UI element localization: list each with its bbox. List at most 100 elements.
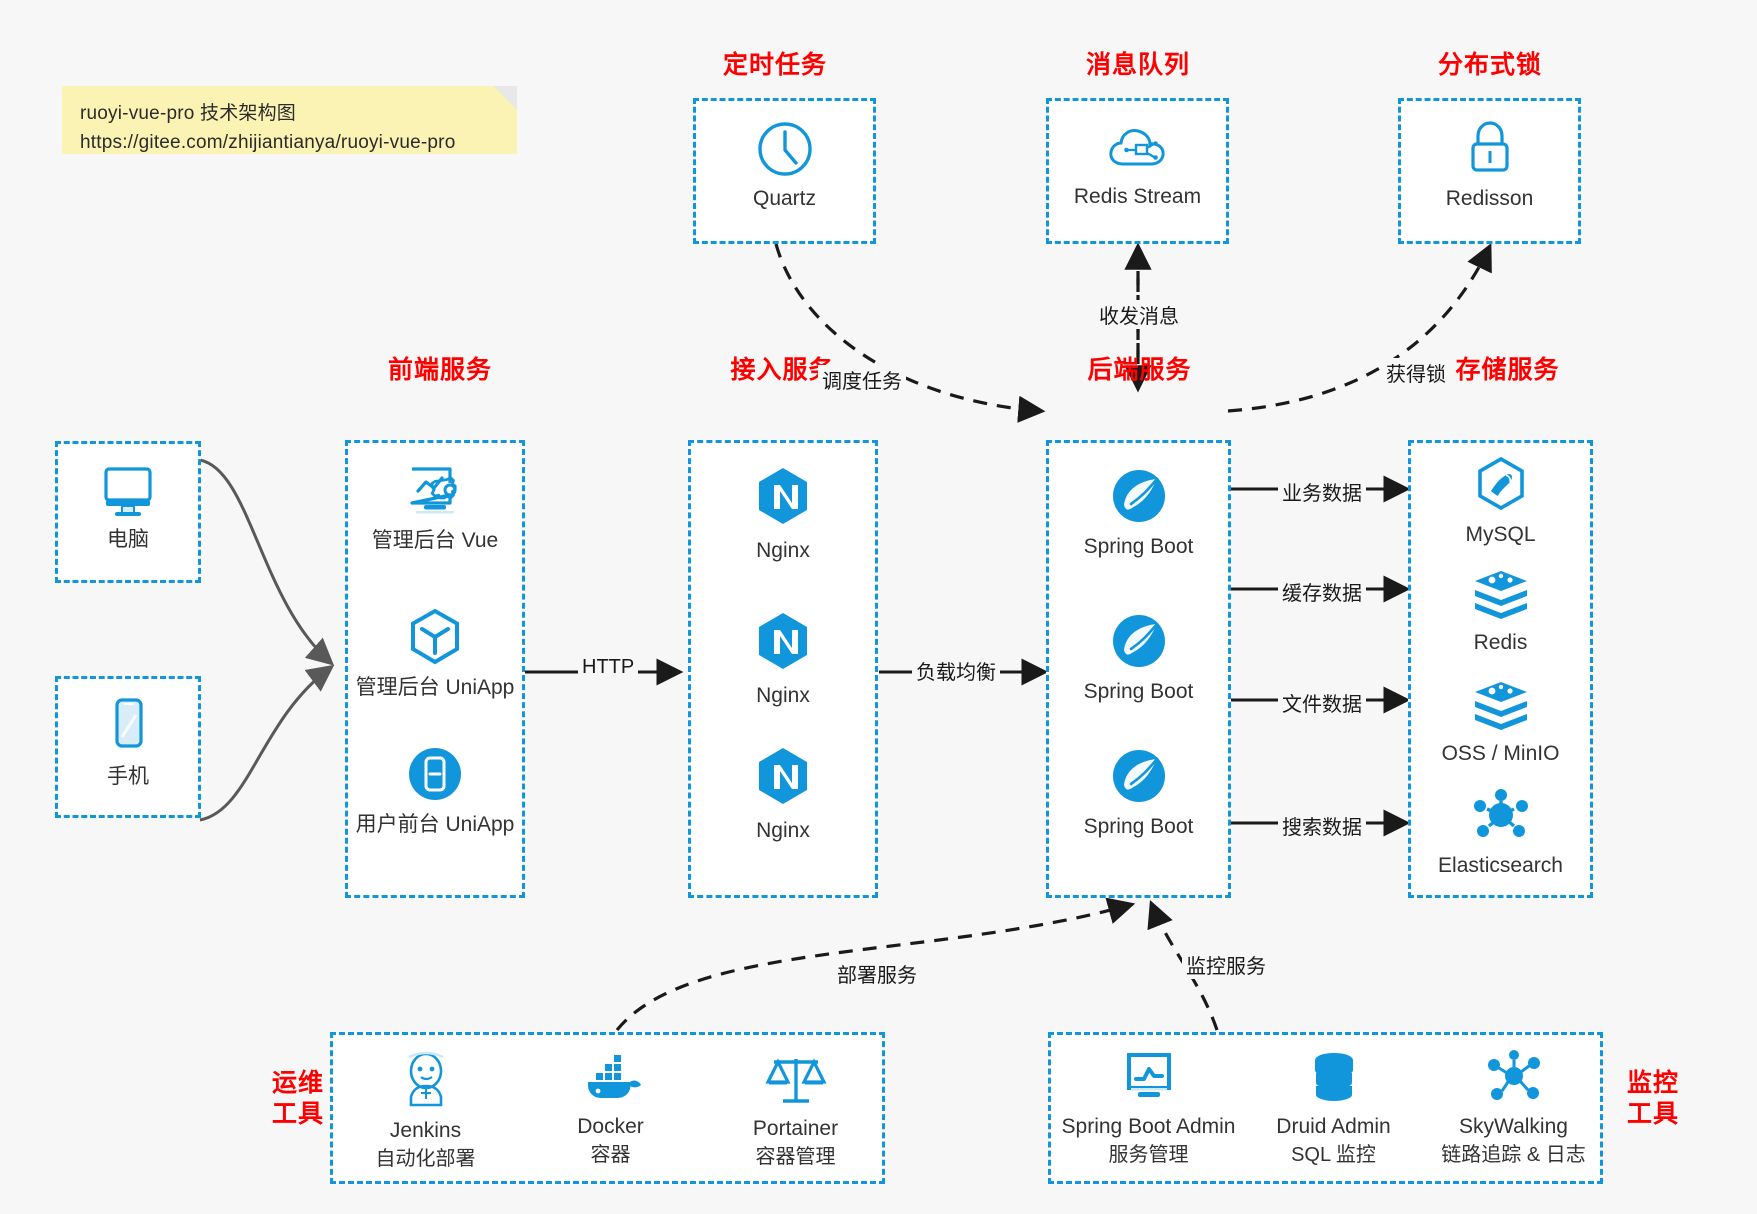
cube-icon <box>411 608 459 665</box>
group-title-backend: 后端服务 <box>1087 356 1192 384</box>
phone-circle-icon <box>409 748 461 800</box>
node-redisson[interactable]: Redisson <box>1401 117 1578 212</box>
group-title-ops: 运维 工具 <box>258 1068 338 1131</box>
node-druid-admin[interactable]: Druid Admin SQL 监控 <box>1246 1049 1421 1168</box>
node-portainer[interactable]: Portainer 容器管理 <box>703 1049 888 1170</box>
node-label: Redis Stream <box>1073 185 1202 208</box>
node-label: Jenkins <box>389 1119 462 1142</box>
group-title-lock: 分布式锁 <box>1437 51 1542 79</box>
group-title-ops-line2: 工具 <box>271 1100 324 1129</box>
node-mysql[interactable]: MySQL <box>1411 455 1590 548</box>
node-sublabel: 服务管理 <box>1108 1144 1189 1167</box>
node-redis-stream[interactable]: Redis Stream <box>1049 119 1226 210</box>
edge-label-load-balance: 负载均衡 <box>912 656 1000 685</box>
node-admin-vue[interactable]: 管理后台 Vue <box>348 461 522 554</box>
title-note: ruoyi-vue-pro 技术架构图 https://gitee.com/zh… <box>62 86 517 154</box>
node-label: Nginx <box>756 819 810 842</box>
padlock-icon <box>1470 121 1509 172</box>
spring-boot-icon <box>1112 615 1165 667</box>
node-label: Elasticsearch <box>1438 854 1563 877</box>
group-title-ops-line1: 运维 <box>271 1069 324 1097</box>
group-box-client-desktop[interactable]: 电脑 <box>55 441 201 583</box>
node-spring-boot-3[interactable]: Spring Boot <box>1049 745 1228 840</box>
node-docker[interactable]: Docker 容器 <box>518 1049 703 1168</box>
group-box-backend[interactable]: Spring Boot Spring Boot Spring Boot <box>1046 440 1231 898</box>
node-redis[interactable]: Redis <box>1411 567 1590 656</box>
edge-label-schedule-task: 调度任务 <box>818 365 906 394</box>
node-user-uniapp[interactable]: 用户前台 UniApp <box>348 743 522 838</box>
node-spring-boot-2[interactable]: Spring Boot <box>1049 610 1228 705</box>
group-box-frontend[interactable]: 管理后台 Vue 管理后台 UniApp 用户前台 UniApp <box>345 440 525 898</box>
node-elasticsearch[interactable]: Elasticsearch <box>1411 788 1590 879</box>
group-box-storage[interactable]: MySQL Redis OSS / MinIO <box>1408 440 1593 898</box>
node-sublabel: 容器 <box>590 1144 631 1167</box>
group-title-monitor-line2: 工具 <box>1626 1100 1679 1129</box>
group-box-monitor[interactable]: Spring Boot Admin 服务管理 Druid Admin SQL 监… <box>1048 1032 1603 1184</box>
edge-label-send-receive-message: 收发消息 <box>1095 300 1183 329</box>
edge-label-business-data: 业务数据 <box>1278 477 1366 506</box>
group-box-gateway[interactable]: Nginx Nginx Nginx <box>688 440 878 898</box>
node-desktop[interactable]: 电脑 <box>58 462 198 553</box>
node-mobile[interactable]: 手机 <box>58 695 198 790</box>
node-label: SkyWalking <box>1459 1115 1568 1138</box>
edge-label-http: HTTP <box>578 656 639 679</box>
nginx-icon <box>759 613 807 669</box>
node-sublabel: SQL 监控 <box>1291 1144 1376 1167</box>
node-label: Docker <box>577 1115 644 1138</box>
edge-label-monitor-service: 监控服务 <box>1182 950 1270 979</box>
node-label: Portainer <box>752 1117 839 1140</box>
scales-balance-icon <box>764 1058 827 1103</box>
cloud-network-icon <box>1108 129 1165 166</box>
node-label: 手机 <box>107 765 149 788</box>
elasticsearch-icon <box>1473 789 1528 837</box>
spring-boot-icon <box>1112 470 1165 522</box>
node-spring-boot-1[interactable]: Spring Boot <box>1049 465 1228 560</box>
node-sublabel: 容器管理 <box>755 1146 836 1169</box>
node-skywalking[interactable]: SkyWalking 链路追踪 & 日志 <box>1421 1049 1606 1168</box>
node-admin-uniapp[interactable]: 管理后台 UniApp <box>348 606 522 701</box>
group-title-gateway: 接入服务 <box>730 356 835 384</box>
node-label: 用户前台 UniApp <box>355 813 515 836</box>
database-cylinder-icon <box>1313 1053 1354 1104</box>
docker-whale-icon <box>587 1055 641 1098</box>
node-label: MySQL <box>1465 523 1536 546</box>
edge-label-file-data: 文件数据 <box>1278 688 1366 717</box>
node-label: Spring Boot <box>1083 535 1194 558</box>
group-title-storage: 存储服务 <box>1455 356 1560 384</box>
group-box-mq[interactable]: Redis Stream <box>1046 98 1229 244</box>
mobile-phone-icon <box>115 698 143 748</box>
node-nginx-2[interactable]: Nginx <box>691 610 875 709</box>
group-box-client-mobile[interactable]: 手机 <box>55 676 201 818</box>
mysql-dolphin-icon <box>1477 456 1524 511</box>
node-jenkins[interactable]: Jenkins 自动化部署 <box>333 1049 518 1172</box>
group-box-lock[interactable]: Redisson <box>1398 98 1581 244</box>
nginx-icon <box>759 748 807 804</box>
node-label: 管理后台 Vue <box>371 529 499 552</box>
node-nginx-1[interactable]: Nginx <box>691 465 875 564</box>
node-label: OSS / MinIO <box>1441 742 1560 765</box>
clock-icon <box>757 122 812 176</box>
edge-label-cache-data: 缓存数据 <box>1278 577 1366 606</box>
edge-label-search-data: 搜索数据 <box>1278 811 1366 840</box>
group-title-mq: 消息队列 <box>1085 51 1190 79</box>
node-sublabel: 自动化部署 <box>375 1148 476 1171</box>
node-label: Nginx <box>756 539 810 562</box>
node-label: Nginx <box>756 684 810 707</box>
group-box-scheduler[interactable]: Quartz <box>693 98 876 244</box>
node-label: Redis <box>1473 631 1528 654</box>
group-title-scheduler: 定时任务 <box>722 51 827 79</box>
node-nginx-3[interactable]: Nginx <box>691 745 875 844</box>
node-label: Redisson <box>1445 187 1534 210</box>
skywalking-node-icon <box>1487 1050 1540 1100</box>
node-quartz[interactable]: Quartz <box>696 119 873 212</box>
note-fold-corner <box>493 86 517 110</box>
node-spring-boot-admin[interactable]: Spring Boot Admin 服务管理 <box>1051 1049 1246 1168</box>
group-title-monitor: 监控 工具 <box>1613 1068 1693 1131</box>
node-oss-minio[interactable]: OSS / MinIO <box>1411 678 1590 767</box>
group-box-ops[interactable]: Jenkins 自动化部署 Docker 容器 <box>330 1032 885 1184</box>
node-label: Spring Boot Admin <box>1061 1115 1236 1138</box>
redis-stack-icon <box>1474 571 1527 619</box>
node-label: Druid Admin <box>1276 1115 1391 1138</box>
group-title-frontend: 前端服务 <box>387 356 492 384</box>
edge-label-acquire-lock: 获得锁 <box>1382 358 1450 387</box>
